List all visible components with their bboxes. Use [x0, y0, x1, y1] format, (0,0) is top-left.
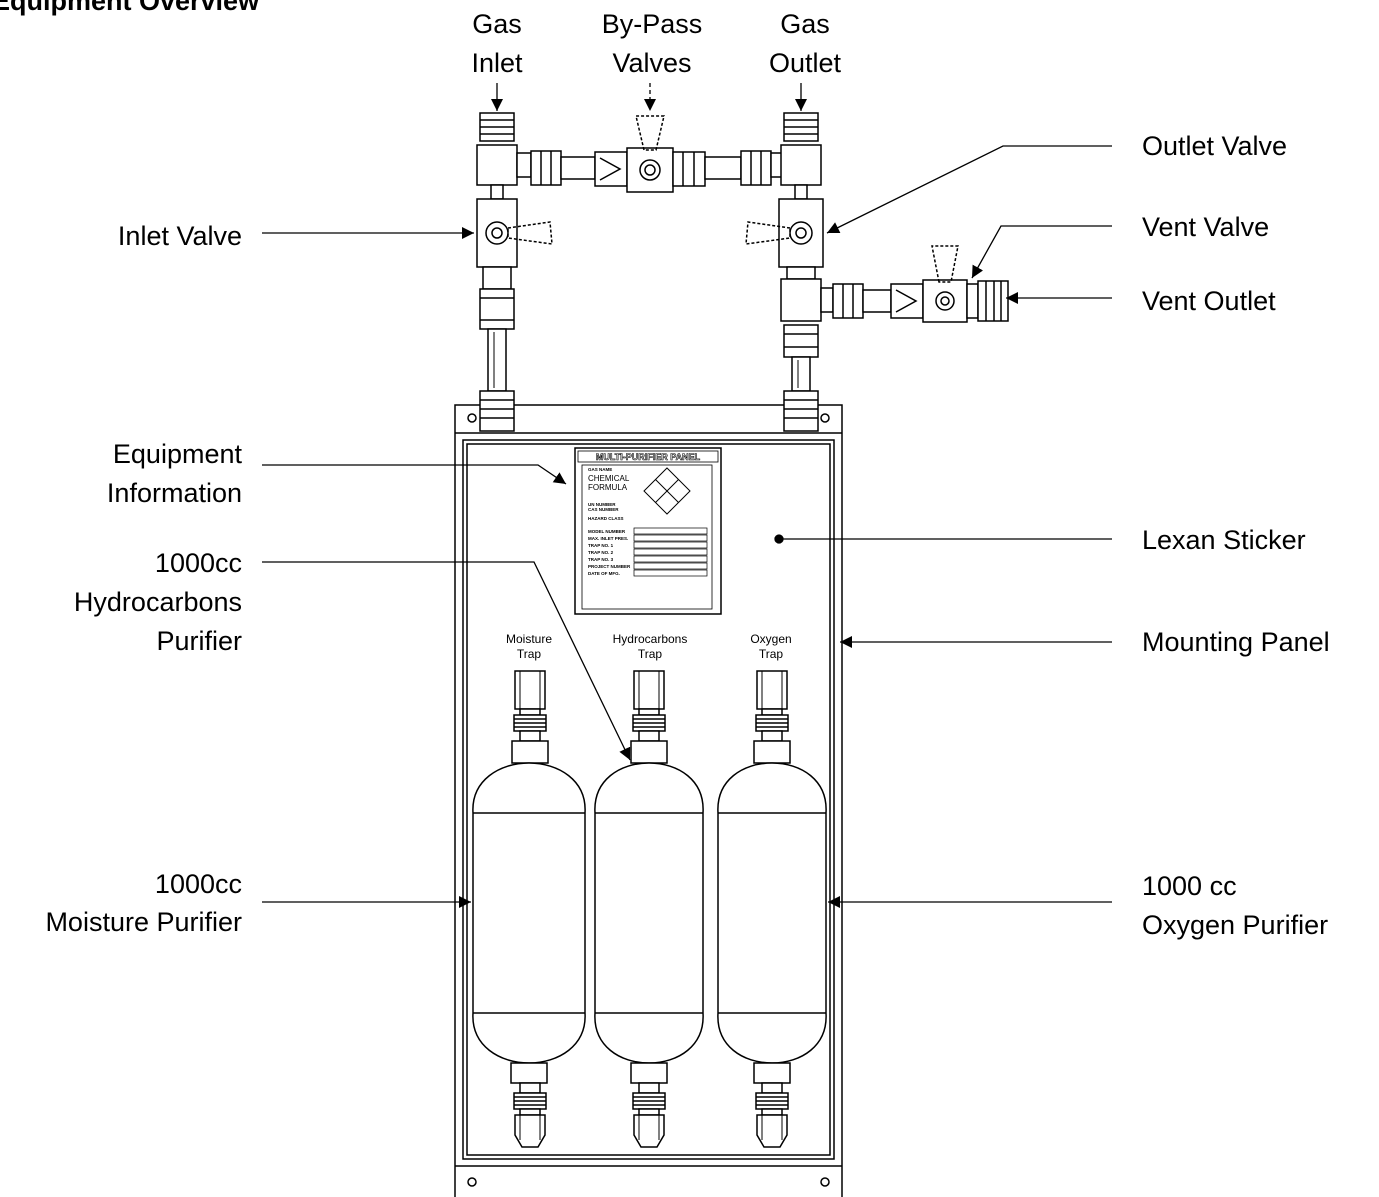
- sticker-cas-number: CAS NUMBER: [588, 507, 619, 512]
- bypass-valve-handle: [635, 115, 665, 151]
- oxygen-trap-label-2: Trap: [759, 647, 784, 661]
- sticker-field-2: TRAP NO. 1: [588, 543, 614, 548]
- bypass-valves-label-2: Valves: [612, 48, 691, 78]
- sticker-field-3: TRAP NO. 2: [588, 550, 614, 555]
- piping-assembly: [476, 112, 1009, 432]
- vent-valve-label: Vent Valve: [1142, 212, 1269, 242]
- vent-outlet-label: Vent Outlet: [1142, 286, 1276, 316]
- sticker-formula: FORMULA: [588, 483, 628, 492]
- bypass-valves-label-1: By-Pass: [602, 9, 703, 39]
- equipment-information-label-1: Equipment: [113, 439, 243, 469]
- moisture-purifier: [472, 670, 586, 1148]
- equipment-information-label-2: Information: [107, 478, 242, 508]
- oxygen-purifier-label-1: 1000 cc: [1142, 871, 1237, 901]
- moisture-trap-label-2: Trap: [517, 647, 542, 661]
- mounting-panel-label: Mounting Panel: [1142, 627, 1330, 657]
- sticker-field-4: TRAP NO. 3: [588, 557, 614, 562]
- gas-inlet-label-2: Inlet: [471, 48, 523, 78]
- hydrocarbons-purifier: [594, 670, 704, 1148]
- oxygen-purifier: [717, 670, 827, 1148]
- hazard-diamond-icon: [643, 467, 691, 515]
- sticker-un-number: UN NUMBER: [588, 502, 616, 507]
- sticker-chemical: CHEMICAL: [588, 474, 630, 483]
- moisture-purifier-label-1: 1000cc: [155, 869, 242, 899]
- sticker-field-0: MODEL NUMBER: [588, 529, 626, 534]
- vent-valve-handle: [931, 245, 959, 283]
- oxygen-trap-label-1: Oxygen: [750, 632, 791, 646]
- lexan-sticker-label: Lexan Sticker: [1142, 525, 1306, 555]
- oxygen-purifier-label-2: Oxygen Purifier: [1142, 910, 1328, 940]
- page-title: Equipment Overview: [0, 0, 260, 16]
- inlet-valve-label: Inlet Valve: [118, 221, 242, 251]
- moisture-purifier-label-2: Moisture Purifier: [45, 907, 242, 937]
- hydrocarbons-purifier-label-2: Hydrocarbons: [74, 587, 242, 617]
- hydrocarbons-trap-label-1: Hydrocarbons: [613, 632, 688, 646]
- hydrocarbons-trap-label-2: Trap: [638, 647, 663, 661]
- sticker-field-boxes: [633, 527, 708, 577]
- sticker-hazard-class: HAZARD CLASS: [588, 516, 624, 521]
- sticker-field-6: DATE OF MFG.: [588, 571, 620, 576]
- gas-outlet-label-2: Outlet: [769, 48, 842, 78]
- gas-outlet-label-1: Gas: [780, 9, 830, 39]
- sticker-field-1: MAX. INLET PRES.: [588, 536, 628, 541]
- inlet-valve: [485, 221, 553, 245]
- equipment-info-sticker: MULTI-PURIFIER PANEL GAS NAME CHEMICAL F…: [574, 447, 722, 615]
- callout-lines: [262, 83, 1112, 908]
- gas-inlet-label-1: Gas: [472, 9, 522, 39]
- outlet-valve: [745, 221, 813, 245]
- hydrocarbons-purifier-label-1: 1000cc: [155, 548, 242, 578]
- outlet-valve-label: Outlet Valve: [1142, 131, 1287, 161]
- sticker-gas-name: GAS NAME: [588, 467, 612, 472]
- moisture-trap-label-1: Moisture: [506, 632, 552, 646]
- sticker-field-5: PROJECT NUMBER: [588, 564, 631, 569]
- sticker-header: MULTI-PURIFIER PANEL: [596, 452, 701, 462]
- hydrocarbons-purifier-label-3: Purifier: [156, 626, 242, 656]
